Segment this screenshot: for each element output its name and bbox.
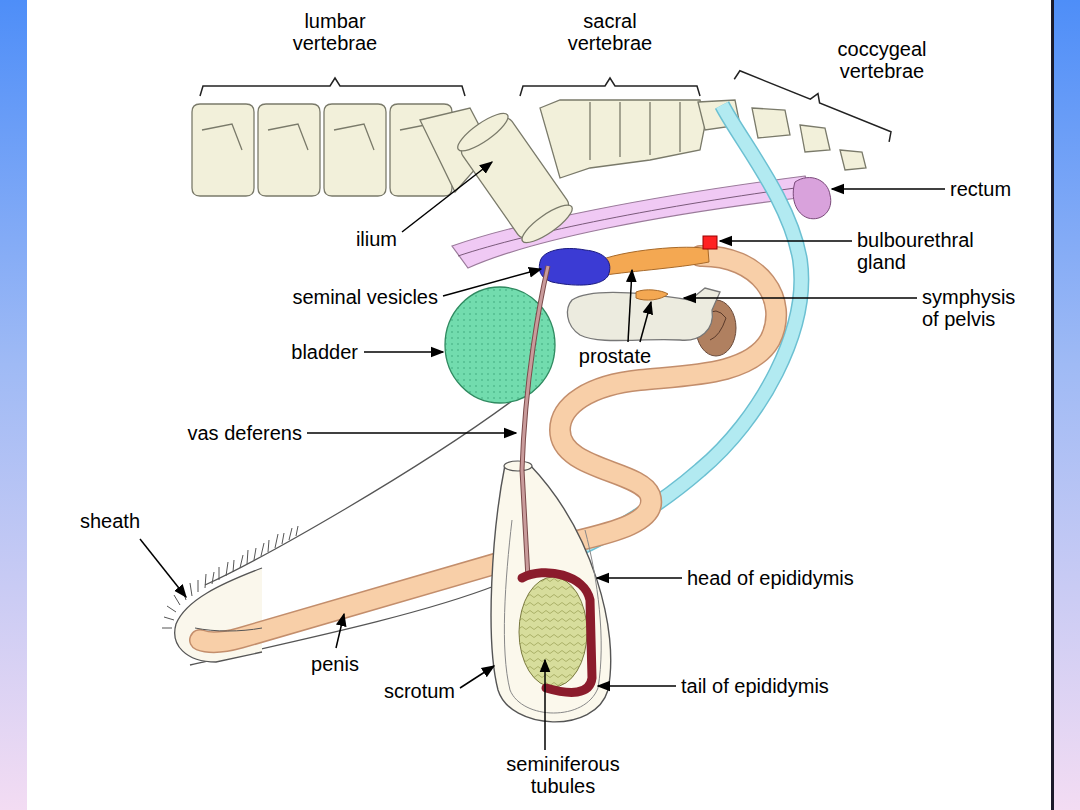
part-label: sheath (80, 510, 140, 532)
scrotum-shape (491, 465, 611, 722)
vas-deferens-outline (522, 266, 548, 578)
part-label: seminiferous tubules (488, 753, 638, 797)
vas-deferens (522, 266, 548, 578)
leader-line (140, 162, 945, 750)
testis (519, 577, 587, 687)
ilium-bone (420, 108, 577, 249)
bulbourethral-gland-shape (703, 236, 717, 249)
part-label: sacral vertebrae (555, 10, 665, 54)
part-label: seminal vesicles (292, 286, 438, 308)
part-label: scrotum (384, 680, 455, 702)
sheath-hair (162, 526, 298, 628)
sheath-inner (195, 628, 262, 631)
part-label: bladder (291, 341, 358, 363)
part-label: penis (311, 653, 359, 675)
prostate-shape (636, 290, 668, 300)
part-label: ilium (356, 228, 397, 250)
symphysis-bone (567, 288, 720, 341)
part-label: lumbar vertebrae (280, 10, 390, 54)
rectum-end (793, 178, 831, 219)
part-label: tail of epididymis (681, 675, 829, 697)
part-label: coccygeal vertebrae (825, 38, 940, 82)
neck-ring (504, 461, 532, 471)
prostate-shape (596, 247, 709, 276)
part-label: head of epididymis (687, 567, 854, 589)
tunic-line (504, 520, 601, 713)
part-label: rectum (950, 178, 1011, 200)
sacrum (540, 100, 706, 178)
part-label: bulbourethral gland (857, 229, 997, 273)
part-label: prostate (579, 345, 651, 367)
epididymis (522, 573, 592, 693)
part-label: symphysis of pelvis (922, 286, 1032, 330)
part-label: vas deferens (187, 422, 302, 444)
lumbar-vertebra (192, 104, 452, 196)
